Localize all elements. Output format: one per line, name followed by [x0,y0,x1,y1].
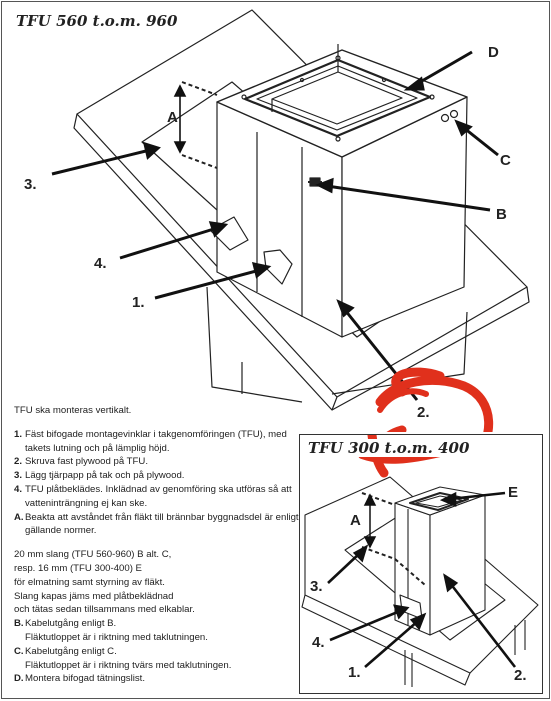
inset-callout-4: 4. [312,634,325,651]
callout-3: 3. [24,176,37,193]
inset-callout-e: E [508,484,518,501]
hose-line-5: och tätas sedan tillsammans med elkablar… [14,604,195,616]
inset-callout-1: 1. [348,664,361,681]
red-scribble-annotation [375,367,494,432]
hose-line-3: för elmatning samt styrning av fläkt. [14,576,165,588]
note-b-detail: Fläktutloppet är i riktning med taklutni… [25,631,208,643]
cable-hole-c1 [440,113,450,123]
main-roof-penetration-drawing: 3. 4. 1. A D C B 2. [24,9,530,432]
note-c: C.Kabelutgång enligt C. [14,645,117,657]
callout-a: A [167,109,178,126]
callout-1: 1. [132,294,145,311]
callout-2: 2. [417,404,430,421]
inset-callout-3: 3. [310,578,323,595]
note-d: D.Montera bifogad tätningslist. [14,673,145,685]
main-title: TFU 560 t.o.m. 960 [16,12,178,30]
callout-b: B [496,206,507,223]
intro-text: TFU ska monteras vertikalt. [14,405,132,416]
callout-d: D [488,44,499,61]
note-c-detail: Fläktutloppet är i riktning tvärs med ta… [25,659,232,671]
inset-callout-a: A [350,512,361,529]
cable-fitting-b [308,177,322,187]
callout-4: 4. [94,255,107,272]
hose-line-1: 20 mm slang (TFU 560-960) B alt. C, [14,549,172,561]
hose-line-2: resp. 16 mm (TFU 300-400) E [14,562,142,574]
inset-callout-2: 2. [514,667,527,684]
step-1: 1.Fäst bifogade montagevinklar i takgeno… [14,428,287,454]
hose-line-4: Slang kapas jäms med plåtbeklädnad [14,590,174,602]
inset-title: TFU 300 t.o.m. 400 [308,439,470,457]
step-2: 2.Skruva fast plywood på TFU. [14,456,148,468]
step-3: 3.Lägg tjärpapp på tak och på plywood. [14,470,185,482]
inset-roof-penetration-drawing: A E 3. 4. 1. 2. [301,435,539,687]
step-a: A.Beakta att avståndet från fläkt till b… [14,511,299,537]
callout-c: C [500,152,511,169]
note-b: B.Kabelutgång enligt B. [14,618,117,630]
installation-instructions: TFU ska monteras vertikalt. 1.Fäst bifog… [14,404,299,686]
step-4: 4.TFU plåtbeklädes. Inklädnad av genomfö… [14,483,292,509]
cable-hole-c2 [449,109,459,119]
inset-panel-tfu-300-400: A E 3. 4. 1. 2. TFU 300 t.o.m. 400 [299,434,543,694]
